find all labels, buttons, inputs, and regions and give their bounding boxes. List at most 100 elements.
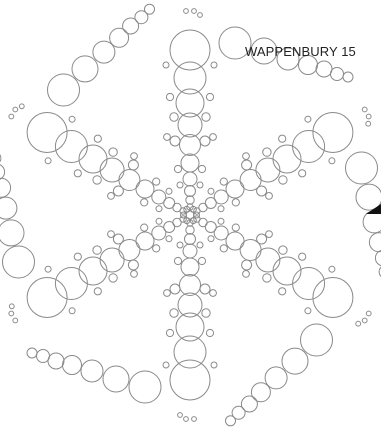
side-circle [243,271,250,278]
rim-circle [129,371,161,403]
rim-circle [0,178,11,197]
arm-circle [185,234,196,245]
tip-circle [366,311,371,316]
rim-circle [63,356,82,375]
side-circle [206,329,213,336]
rim-circle [81,360,103,382]
rim-circle [251,383,270,402]
arm-circle [180,135,201,156]
side-circle [279,288,286,295]
side-circle [198,165,205,172]
arm-circle [183,244,197,258]
arm-circle [293,268,325,300]
side-circle [220,178,227,185]
side-circle [242,260,252,270]
arm-circle [256,248,280,272]
side-circle [197,182,203,188]
side-circle [305,308,311,314]
rim-circle [0,152,1,165]
arm-circle [313,278,353,318]
side-circle [164,134,171,141]
side-circle [242,160,252,170]
side-circle [141,199,148,206]
side-circle [141,224,148,231]
side-circle [299,253,306,260]
arm-circle [313,113,353,153]
side-circle [156,218,162,224]
side-circle [45,266,51,272]
side-circle [93,246,101,254]
arm-circle [273,145,301,173]
arm-circle [100,158,124,182]
arm-circle [55,131,87,163]
side-circle [177,182,183,188]
tip-circle [184,417,189,422]
arm-circle [183,172,197,186]
tip-circle [192,417,197,422]
side-circle [257,186,267,196]
tip-circle [366,114,371,119]
side-circle [200,284,210,294]
side-circle [177,242,183,248]
side-circle [93,176,101,184]
side-circle [45,158,51,164]
rim-circle [27,348,37,358]
pattern-title: WAPPENBURY 15 [245,44,356,59]
tip-circle [362,318,367,323]
arm-circle [181,258,199,276]
rim-circle [301,324,333,356]
rim-circle [37,350,50,363]
side-circle [218,206,224,212]
rim-circle [369,233,381,252]
side-circle [208,188,214,194]
side-circle [153,245,160,252]
side-circle [211,362,217,368]
side-circle [94,135,101,142]
arm-circle [226,180,244,198]
side-circle [197,242,203,248]
side-circle [108,193,115,200]
side-circle [94,288,101,295]
arm-circle [100,248,124,272]
side-circle [166,188,172,194]
side-circle [108,231,115,238]
side-circle [128,260,138,270]
side-circle [69,308,75,314]
tip-circle [198,13,203,18]
side-circle [210,134,217,141]
side-circle [220,245,227,252]
side-circle [156,206,162,212]
side-circle [128,160,138,170]
side-circle [210,290,217,297]
rim-circle [346,152,378,184]
rim-circle [0,220,24,246]
rim-circle [0,197,17,219]
side-circle [257,234,267,244]
side-circle [218,218,224,224]
arm-circle [181,154,199,172]
side-circle [279,246,287,254]
side-circle [206,93,213,100]
rim-circle [375,250,381,266]
arm-circle [186,226,194,234]
rim-circle [282,348,308,374]
tip-circle [362,107,367,112]
arm-circle [79,145,107,173]
rim-circle [356,184,381,210]
rim-circle [316,61,332,77]
side-circle [232,199,239,206]
side-circle [305,116,311,122]
side-circle [163,62,169,68]
arm-circle [136,180,154,198]
side-circle [170,309,178,317]
arm-circle [226,232,244,250]
side-circle [113,234,123,244]
side-circle [174,165,181,172]
side-circle [232,224,239,231]
side-circle [170,136,180,146]
side-circle [208,236,214,242]
side-circle [279,135,286,142]
rim-circle [331,68,344,81]
side-circle [74,170,81,177]
